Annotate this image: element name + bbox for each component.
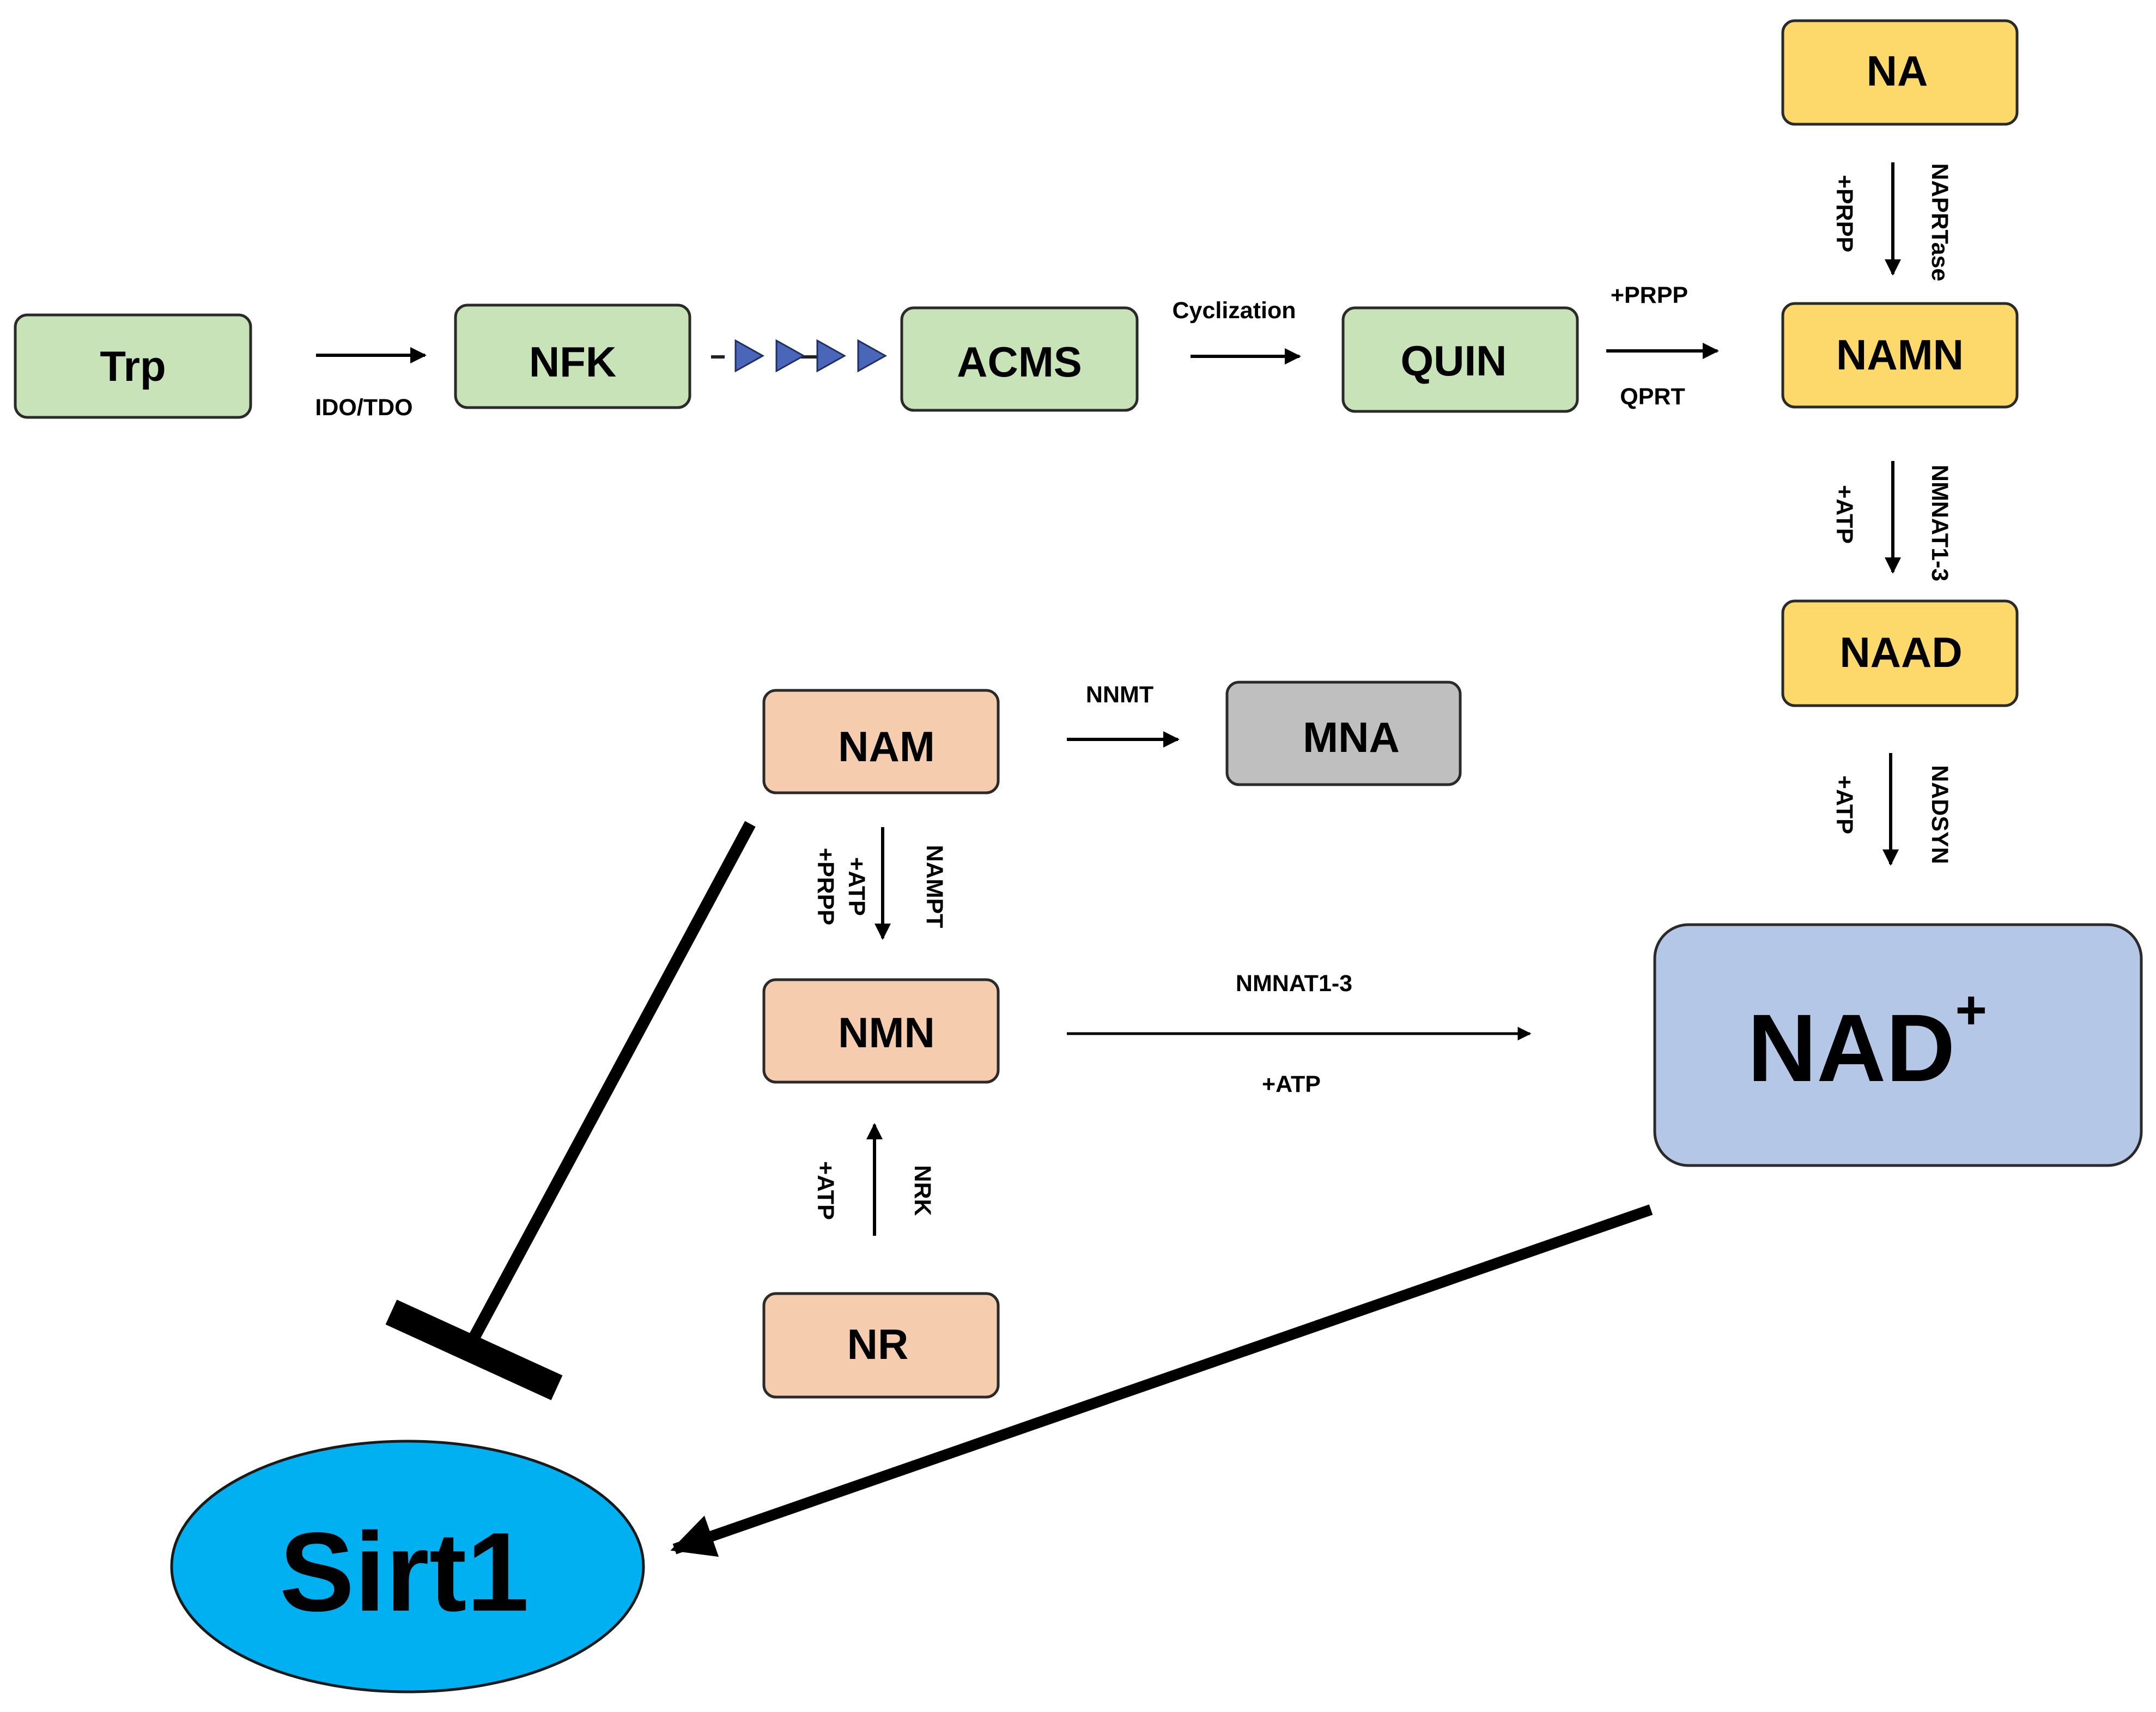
- nr-atp-label: +ATP: [812, 1161, 839, 1220]
- na-node: NA: [1781, 19, 2019, 126]
- nr-label: NR: [847, 1320, 909, 1368]
- nfk-box: [454, 303, 691, 409]
- namn-box: [1781, 302, 2019, 409]
- naad-box: [1781, 599, 2019, 707]
- quin-prpp-label: +PRPP: [1611, 282, 1688, 308]
- acms-node: ACMS: [900, 306, 1139, 412]
- naad-atp-label: +ATP: [1831, 775, 1857, 834]
- qprt-label: QPRT: [1620, 384, 1685, 410]
- nmn-box: [762, 978, 1000, 1084]
- nad-label: NAD+: [1747, 980, 1987, 1102]
- dash-arrowhead: [734, 339, 765, 373]
- dash-arrowhead: [857, 339, 888, 373]
- nnmt-label: NNMT: [1086, 682, 1153, 708]
- nad-name: NAD: [1747, 995, 1955, 1102]
- inhibition-line: [469, 821, 756, 1341]
- nfk-node: NFK: [454, 303, 691, 409]
- naad-label: NAAD: [1839, 628, 1962, 676]
- na-box: [1781, 19, 2019, 126]
- namn-atp-label: +ATP: [1831, 485, 1857, 544]
- quin-box: [1341, 306, 1579, 413]
- nmnat-namn-label: NMNAT1-3: [1927, 465, 1953, 581]
- ido-tdo-label: IDO/TDO: [315, 394, 412, 421]
- quin-label: QUIN: [1401, 337, 1507, 385]
- nad-activates-sirt1-arrow: [670, 1204, 1653, 1557]
- nam-inhibits-sirt1: [385, 821, 756, 1400]
- trp-label: Trp: [100, 342, 166, 390]
- mna-node: MNA: [1225, 681, 1462, 786]
- nam-node: NAM: [762, 689, 1000, 794]
- acms-box: [900, 306, 1139, 412]
- nadsyn-label: NADSYN: [1927, 765, 1953, 864]
- quin-node: QUIN: [1341, 306, 1579, 413]
- sirt1-node: Sirt1: [170, 1440, 645, 1693]
- acms-label: ACMS: [957, 338, 1082, 386]
- mna-label: MNA: [1303, 713, 1400, 761]
- sirt1-label: Sirt1: [280, 1509, 529, 1635]
- nfk-to-acms-dashed-arrow: [711, 339, 888, 373]
- nam-label: NAM: [838, 723, 935, 770]
- nmn-node: NMN: [762, 978, 1000, 1084]
- sirt1-ellipse: [170, 1440, 645, 1693]
- dash-arrowhead: [775, 339, 806, 373]
- nam-atp-label: +ATP: [843, 857, 870, 916]
- nad-box: [1653, 923, 2143, 1167]
- nam-prpp-label: +PRPP: [812, 848, 839, 925]
- nampt-label: NAMPT: [921, 845, 948, 928]
- nfk-label: NFK: [529, 338, 616, 386]
- nr-box: [762, 1292, 1000, 1399]
- nad-superscript: +: [1955, 980, 1987, 1041]
- dash-arrowhead: [816, 339, 847, 373]
- nmn-atp-label: +ATP: [1262, 1071, 1321, 1097]
- nrk-label: NRK: [909, 1165, 936, 1216]
- naad-node: NAAD: [1781, 599, 2019, 707]
- inhibition-bar: [385, 1300, 563, 1400]
- namn-node: NAMN: [1781, 302, 2019, 409]
- nmn-label: NMN: [838, 1009, 935, 1057]
- nmnat-nmn-label: NMNAT1-3: [1236, 970, 1352, 997]
- nad-node: NAD+: [1653, 923, 2143, 1167]
- trp-box: [14, 313, 252, 419]
- nr-node: NR: [762, 1292, 1000, 1399]
- cyclization-label: Cyclization: [1173, 298, 1296, 324]
- na-prpp-label: +PRPP: [1831, 175, 1857, 252]
- na-label: NA: [1867, 47, 1928, 95]
- mna-box: [1225, 681, 1462, 786]
- namn-label: NAMN: [1836, 331, 1964, 379]
- naprtase-label: NAPRTase: [1927, 163, 1953, 282]
- trp-node: Trp: [14, 313, 252, 419]
- nam-box: [762, 689, 1000, 794]
